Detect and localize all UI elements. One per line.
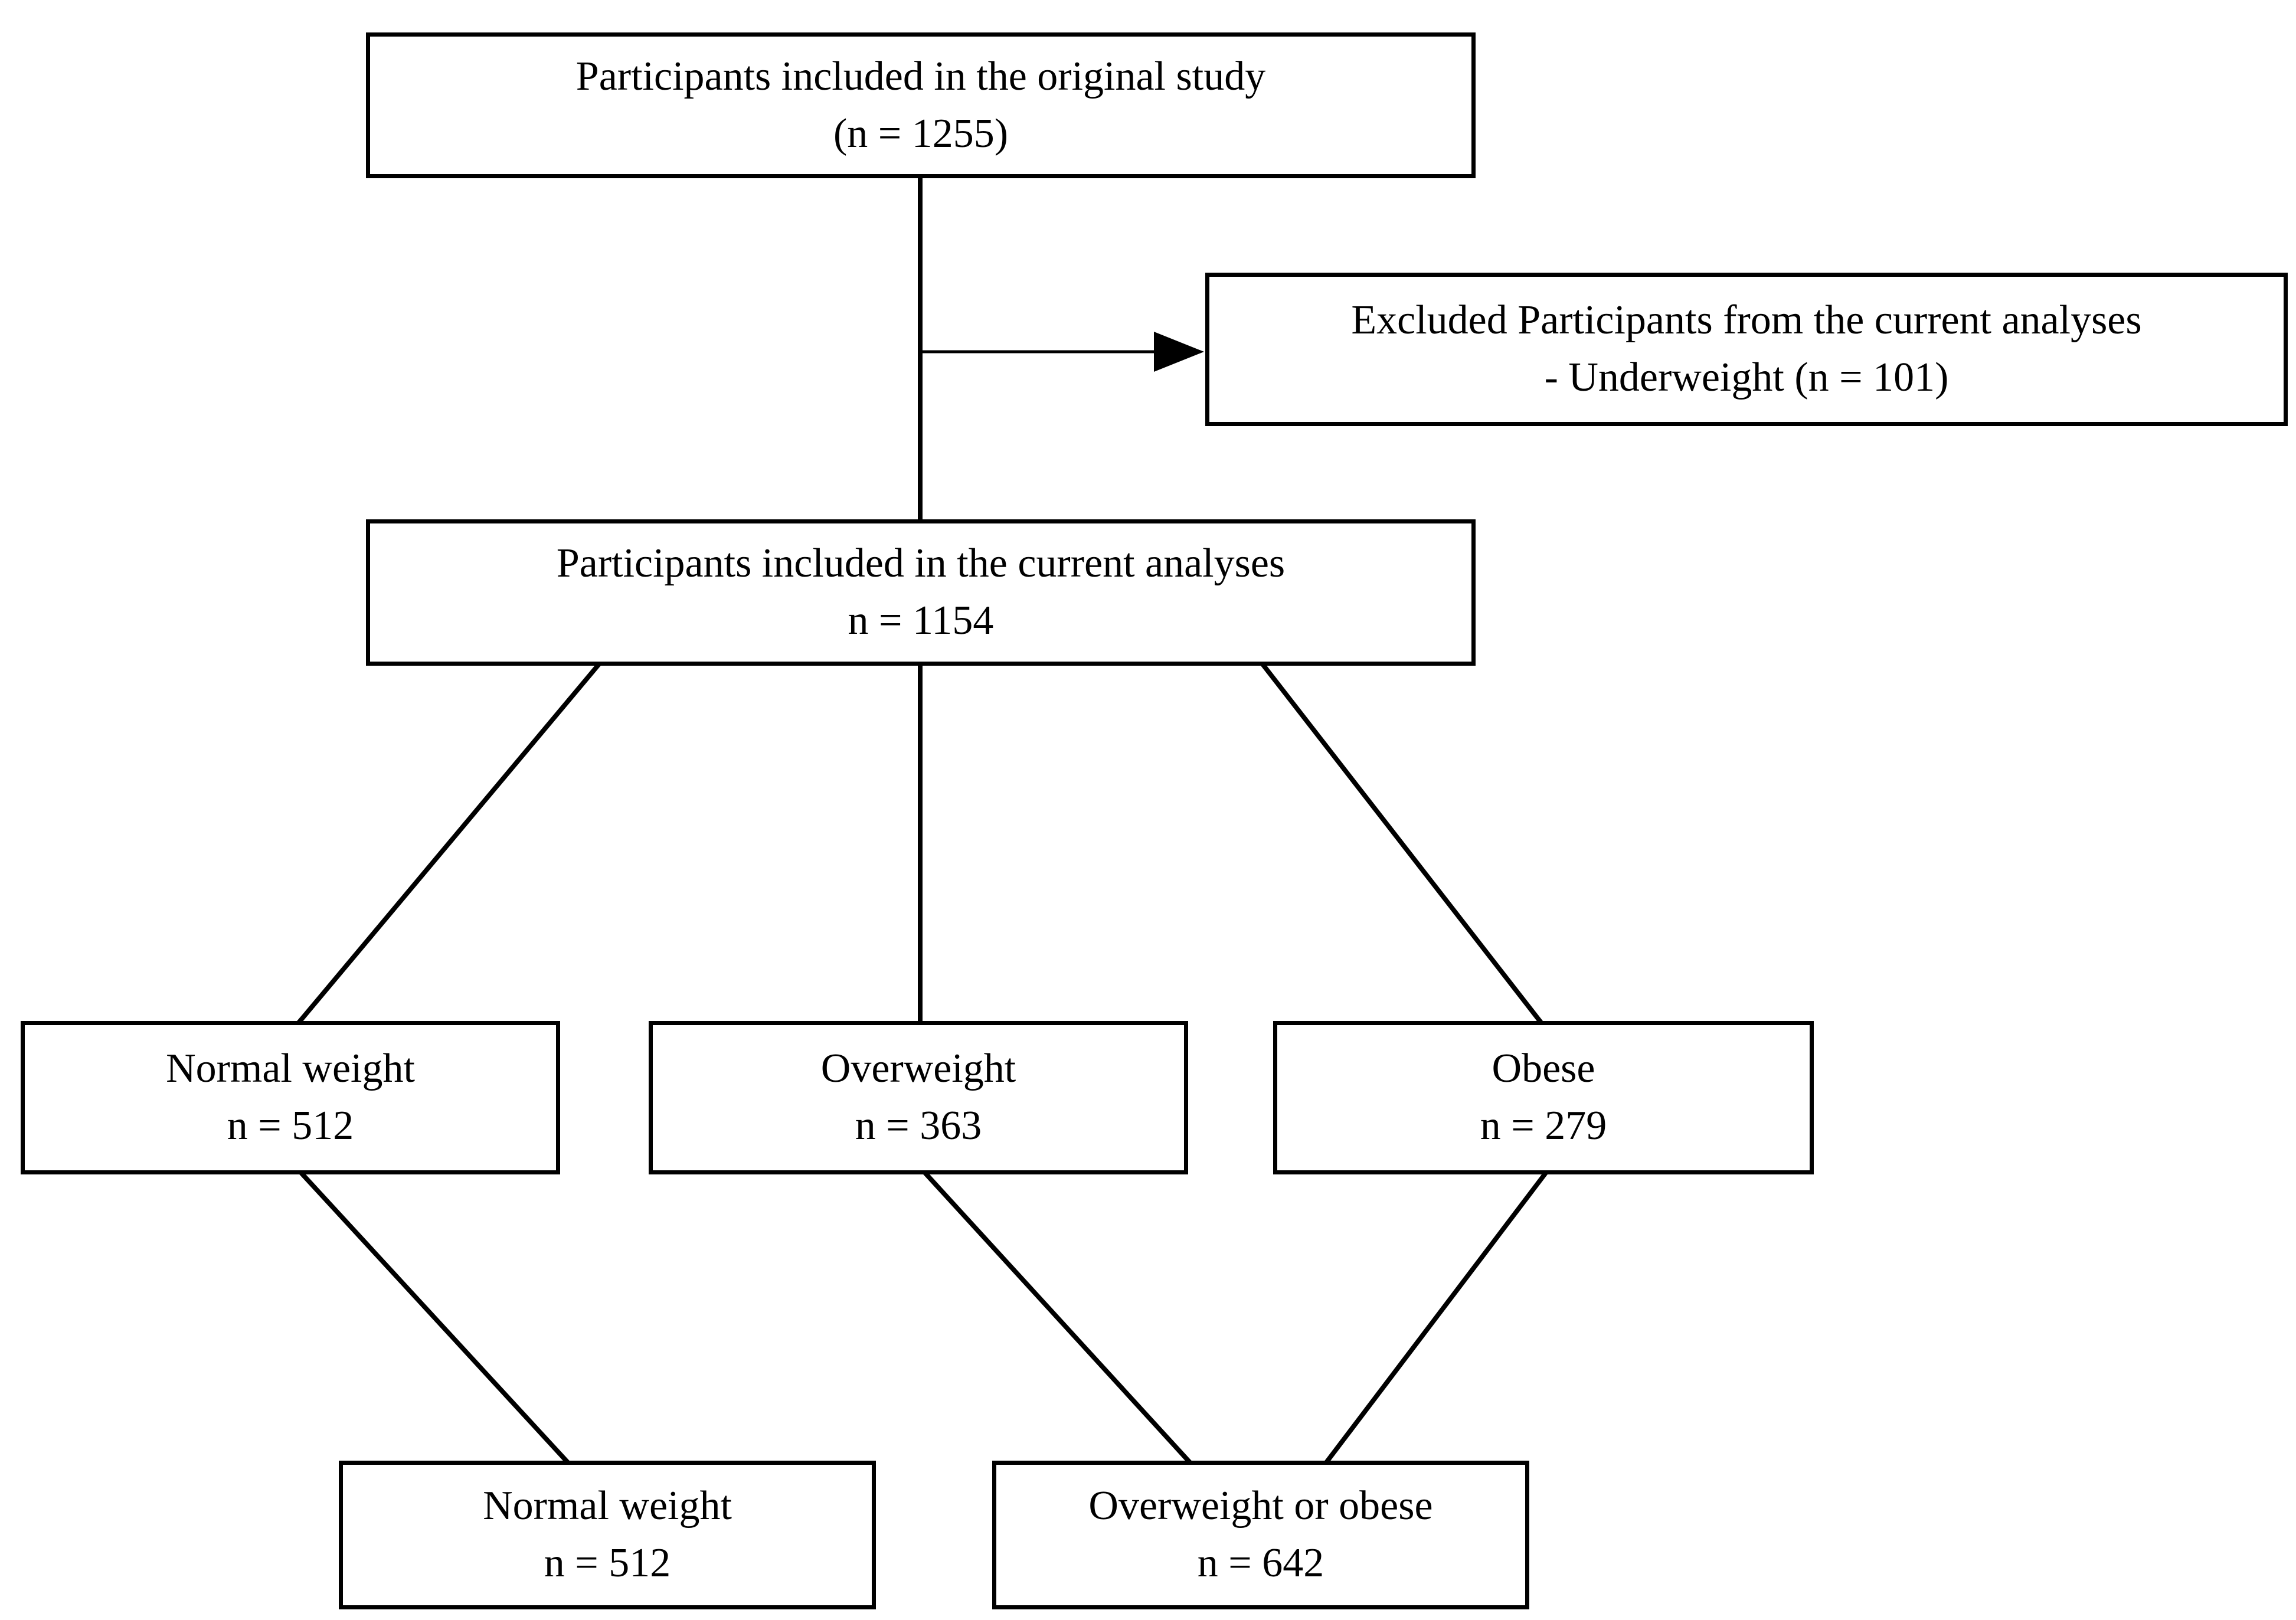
- flow-box-overweight: Overweight n = 363: [649, 1021, 1188, 1174]
- box-count-line: n = 1154: [848, 598, 994, 643]
- box-title-line: Normal weight: [483, 1483, 732, 1529]
- flow-box-normal-weight: Normal weight n = 512: [21, 1021, 560, 1174]
- box-title-line: Obese: [1492, 1046, 1595, 1092]
- box-count-line: n = 642: [1197, 1540, 1324, 1586]
- box-title-line: Participants included in the original st…: [575, 53, 1266, 99]
- box-title-line: Overweight: [820, 1046, 1016, 1092]
- box-title-line: Overweight or obese: [1088, 1483, 1433, 1529]
- flow-box-current-analyses: Participants included in the current ana…: [366, 519, 1476, 666]
- flow-box-original-study: Participants included in the original st…: [366, 32, 1476, 178]
- box-count-line: n = 363: [855, 1103, 982, 1148]
- box-count-line: n = 512: [544, 1540, 671, 1586]
- connector-obese-to-final: [1322, 1170, 1549, 1467]
- box-title-line: Participants included in the current ana…: [556, 541, 1286, 587]
- box-title-line: Excluded Participants from the current a…: [1351, 297, 2142, 343]
- flow-box-normal-weight-final: Normal weight n = 512: [339, 1461, 876, 1609]
- box-title-line: Normal weight: [166, 1046, 415, 1092]
- box-count-line: n = 279: [1480, 1103, 1607, 1148]
- connector-normal-to-final: [299, 1170, 570, 1464]
- box-count-line: (n = 1255): [833, 110, 1009, 156]
- connector-current-to-normal: [296, 662, 602, 1025]
- box-count-line: n = 512: [227, 1103, 354, 1148]
- flow-box-obese: Obese n = 279: [1273, 1021, 1814, 1174]
- arrowhead-icon: [1154, 332, 1204, 372]
- connector-overweight-to-final: [923, 1170, 1192, 1464]
- flow-box-overweight-or-obese-final: Overweight or obese n = 642: [992, 1461, 1529, 1609]
- box-count-line: - Underweight (n = 101): [1544, 355, 1949, 400]
- flow-box-excluded-participants: Excluded Participants from the current a…: [1205, 273, 2288, 426]
- connector-current-to-obese: [1260, 662, 1544, 1025]
